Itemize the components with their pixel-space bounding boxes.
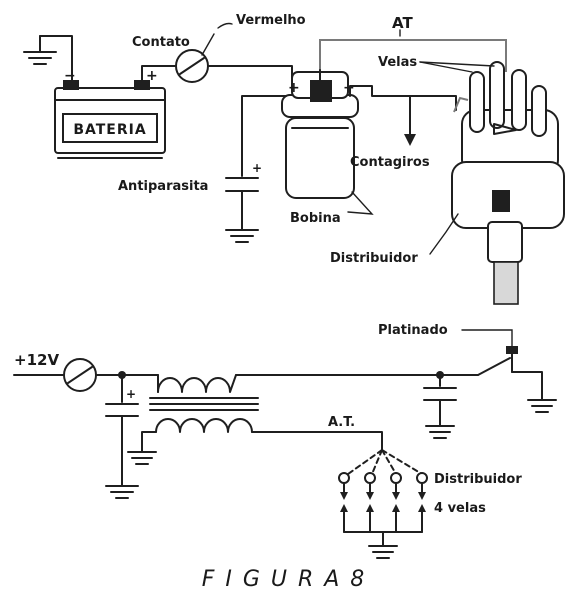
capacitor-plus-sign: + — [252, 161, 262, 175]
condenser-capacitor-symbol — [423, 387, 457, 439]
label-12v: +12V — [14, 351, 59, 369]
battery-ground-symbol — [23, 35, 73, 85]
label-at: AT — [392, 14, 413, 32]
label-at-schematic: A.T. — [328, 415, 355, 430]
primary-capacitor-plus-sign: + — [126, 387, 136, 401]
figure-caption: F I G U R A 8 — [202, 567, 367, 592]
spark-plugs-symbol — [340, 483, 426, 559]
label-4-velas: 4 velas — [434, 501, 486, 516]
label-platinado: Platinado — [378, 323, 448, 338]
label-bobina: Bobina — [290, 211, 341, 226]
battery — [54, 80, 166, 159]
ignition-switch-symbol — [175, 49, 209, 83]
ignition-coil — [281, 69, 359, 199]
label-distribuidor-top: Distribuidor — [330, 251, 418, 266]
secondary-ground-symbol — [127, 451, 157, 465]
label-vermelho: Vermelho — [236, 13, 306, 28]
battery-minus-sign: − — [64, 68, 76, 84]
label-antiparasita: Antiparasita — [118, 179, 208, 194]
label-velas: Velas — [378, 55, 417, 70]
schematic-switch-symbol — [63, 358, 97, 392]
coil-minus-sign: − — [343, 80, 355, 96]
coil-plus-sign: + — [288, 80, 300, 96]
ignition-coil-transformer-symbol — [149, 374, 259, 433]
battery-label: BATERIA — [73, 122, 146, 138]
distributor-rotor-symbol — [338, 449, 428, 484]
primary-capacitor-symbol — [105, 403, 139, 499]
label-contato: Contato — [132, 35, 190, 50]
distributor — [451, 61, 565, 305]
label-distribuidor-bottom: Distribuidor — [434, 472, 522, 487]
suppressor-capacitor-symbol — [225, 177, 259, 243]
label-contagiros: Contagiros — [350, 155, 430, 170]
breaker-points-symbol — [477, 346, 557, 413]
battery-plus-sign: + — [146, 68, 158, 84]
